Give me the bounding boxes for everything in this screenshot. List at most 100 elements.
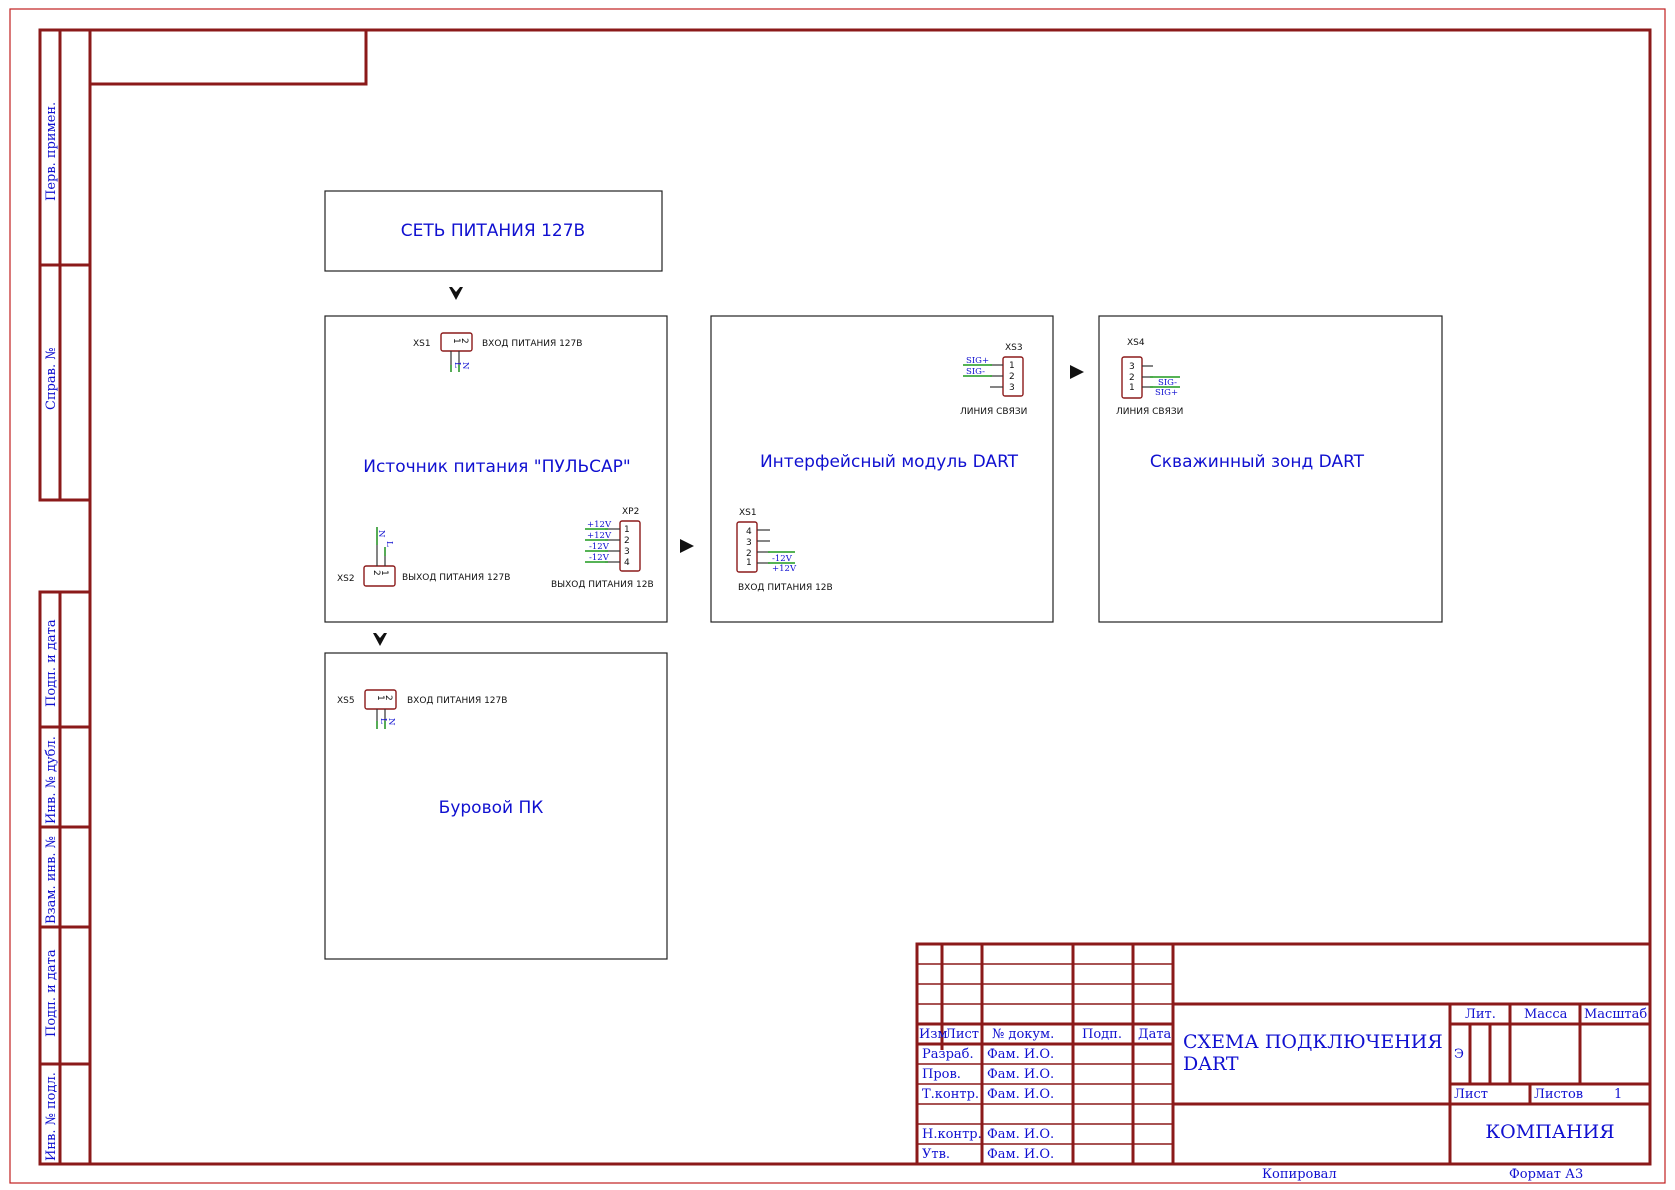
pin-number: 3	[746, 538, 752, 548]
name-norm-control: Фам. И.О.	[987, 1127, 1054, 1142]
block-interface-module[interactable]: Интерфейсный модуль DART XS3 1 2 3 SIG+ …	[710, 315, 1054, 623]
connector-ref: XS1	[413, 339, 431, 349]
name-approved: Фам. И.О.	[987, 1147, 1054, 1162]
header-list: Лист	[945, 1027, 979, 1042]
pin-number: 1	[379, 570, 389, 576]
connector-ref: XS3	[1005, 343, 1023, 353]
label-scale: Масштаб	[1584, 1007, 1647, 1022]
side-strip-bottom: Подп. и дата Инв. № дубл. Взам. инв. № П…	[38, 590, 92, 1166]
wire-label: +12V	[587, 520, 612, 530]
wire-label: SIG-	[1158, 378, 1177, 388]
wire-label: -12V	[589, 542, 610, 552]
connector-label: ВЫХОД ПИТАНИЯ 12В	[551, 580, 654, 590]
block-title-probe: Скважинный зонд DART	[1150, 452, 1365, 472]
document-title-line2: DART	[1183, 1053, 1239, 1075]
pin-number: 2	[1129, 373, 1135, 383]
header-date: Дата	[1138, 1027, 1172, 1042]
connector-xs3-line: XS3 1 2 3 SIG+ SIG- ЛИНИЯ СВЯЗИ	[960, 343, 1027, 417]
pin-number: 4	[624, 558, 630, 568]
block-title-drill-pc: Буровой ПК	[439, 798, 544, 818]
wire-label: -12V	[772, 554, 793, 564]
wire-label: SIG+	[966, 356, 989, 366]
connector-ref: XS5	[337, 696, 355, 706]
block-power-network[interactable]: СЕТЬ ПИТАНИЯ 127В	[324, 190, 663, 272]
label-mass: Масса	[1524, 1007, 1568, 1022]
title-block: Изм Лист № докум. Подп. Дата Разраб. Фам…	[915, 942, 1652, 1166]
label-lit: Лит.	[1465, 1007, 1496, 1022]
pin-number: 2	[1009, 372, 1015, 382]
wire-label: N	[460, 362, 470, 370]
strip-label-sprav: Справ. №	[44, 347, 59, 410]
wire-label: L	[378, 718, 388, 724]
pin-number: 1	[1009, 361, 1015, 371]
pin-number: 4	[746, 527, 752, 537]
wire-label: +12V	[772, 564, 797, 574]
pin-number: 1	[1129, 383, 1135, 393]
arrow-down-icon	[373, 633, 387, 646]
header-izm: Изм	[919, 1027, 948, 1042]
role-tech-control: Т.контр.	[922, 1087, 979, 1102]
name-developer: Фам. И.О.	[987, 1047, 1054, 1062]
pin-number: 1	[624, 525, 630, 535]
role-approved: Утв.	[922, 1147, 950, 1162]
wire-label: +12V	[587, 531, 612, 541]
connector-xs2-output: XS2 2 1 N L ВЫХОД ПИТАНИЯ 127В	[337, 527, 510, 587]
name-tech-control: Фам. И.О.	[987, 1087, 1054, 1102]
label-sheets-total: Листов	[1534, 1087, 1583, 1102]
connector-label: ВХОД ПИТАНИЯ 127В	[407, 696, 507, 706]
wire-label: -12V	[589, 553, 610, 563]
pin-number: 2	[383, 695, 393, 701]
connector-ref: XS2	[337, 574, 355, 584]
pin-number: 2	[624, 536, 630, 546]
pin-number: 2	[371, 570, 381, 576]
pin-number: 1	[451, 338, 461, 344]
label-sheet: Лист	[1454, 1087, 1488, 1102]
wire-label: L	[452, 362, 462, 368]
side-strip-top: Перв. примен. Справ. №	[38, 28, 92, 502]
block-title-interface-module: Интерфейсный модуль DART	[760, 452, 1019, 472]
label-copied: Копировал	[1262, 1167, 1337, 1182]
block-probe[interactable]: Скважинный зонд DART XS4 3 2 1 SIG- SIG+…	[1098, 315, 1443, 623]
block-title-power-source: Источник питания "ПУЛЬСАР"	[363, 457, 631, 477]
header-signature: Подп.	[1082, 1027, 1122, 1042]
strip-label-vzam-inv: Взам. инв. №	[44, 836, 59, 924]
connector-xp2-output: XP2 1 2 3 4 +12V +12V -12V -12V ВЫХОД ПИ…	[551, 507, 654, 590]
sheet-trim-border	[9, 8, 1666, 1184]
pin-number: 3	[624, 547, 630, 557]
wire-label: SIG-	[966, 367, 985, 377]
connector-label: ВХОД ПИТАНИЯ 127В	[482, 339, 582, 349]
connector-ref: XS4	[1127, 338, 1145, 348]
block-power-source[interactable]: Источник питания "ПУЛЬСАР" XS1 1 2 L N В…	[324, 315, 668, 623]
arrow-down-icon	[449, 287, 463, 300]
strip-label-inv-dubl: Инв. № дубл.	[44, 736, 59, 824]
connector-ref: XP2	[622, 507, 639, 517]
pin-number: 2	[459, 338, 469, 344]
strip-label-podp-data-2: Подп. и дата	[44, 949, 59, 1037]
wire-label: N	[376, 530, 386, 538]
pin-number: 3	[1009, 383, 1015, 393]
pin-number: 3	[1129, 362, 1135, 372]
connector-ref: XS1	[739, 508, 757, 518]
connector-label: ВЫХОД ПИТАНИЯ 127В	[402, 573, 510, 583]
label-format: Формат А3	[1509, 1167, 1583, 1182]
strip-label-podp-data-1: Подп. и дата	[44, 619, 59, 707]
company-name: КОМПАНИЯ	[1485, 1121, 1614, 1143]
pin-number: 1	[746, 558, 752, 568]
connector-xs4-line: XS4 3 2 1 SIG- SIG+ ЛИНИЯ СВЯЗИ	[1116, 338, 1183, 417]
arrow-right-icon	[680, 539, 694, 553]
role-developer: Разраб.	[922, 1047, 974, 1062]
wire-label: SIG+	[1155, 388, 1178, 398]
document-title-line1: СХЕМА ПОДКЛЮЧЕНИЯ	[1183, 1031, 1443, 1053]
block-drill-pc[interactable]: Буровой ПК XS5 1 2 L N ВХОД ПИТАНИЯ 127В	[324, 652, 668, 960]
lit-value: Э	[1454, 1047, 1464, 1062]
block-title-power-network: СЕТЬ ПИТАНИЯ 127В	[401, 221, 585, 241]
name-checker: Фам. И.О.	[987, 1067, 1054, 1082]
sheets-total-value: 1	[1614, 1087, 1622, 1102]
strip-label-inv-podl: Инв. № подл.	[44, 1072, 59, 1161]
connector-label: ЛИНИЯ СВЯЗИ	[1116, 407, 1183, 417]
pin-number: 1	[375, 695, 385, 701]
connector-xs1-input: XS1 1 2 L N ВХОД ПИТАНИЯ 127В	[413, 332, 582, 372]
connector-label: ВХОД ПИТАНИЯ 12В	[738, 583, 833, 593]
role-checker: Пров.	[922, 1067, 961, 1082]
pin-number: 2	[746, 549, 752, 559]
